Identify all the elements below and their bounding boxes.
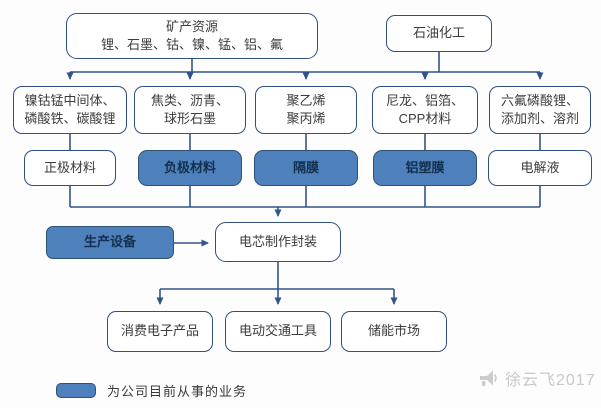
node-raw-cathode-label: 镍钴锰中间体、 磷酸铁、碳酸锂 <box>24 92 116 126</box>
node-raw-separator-label: 聚乙烯 聚丙烯 <box>286 92 326 126</box>
node-minerals-label: 矿产资源 锂、石墨、钴、镍、锰、铝、氟 <box>100 18 283 52</box>
node-equipment-label: 生产设备 <box>83 234 136 250</box>
legend-label: 为公司目前从事的业务 <box>107 384 248 399</box>
node-minerals: 矿产资源 锂、石墨、钴、镍、锰、铝、氟 <box>66 13 318 59</box>
node-cell-assembly-label: 电芯制作封装 <box>238 233 317 249</box>
node-energy-storage-label: 储能市场 <box>367 323 420 339</box>
node-anode-label: 负极材料 <box>163 159 216 175</box>
node-electrolyte-label: 电解液 <box>520 159 560 175</box>
node-petrochemical: 石油化工 <box>386 15 492 52</box>
node-cathode: 正极材料 <box>24 150 116 186</box>
megaphone-icon <box>480 370 497 386</box>
node-raw-pouch: 尼龙、铝箔、 CPP材料 <box>372 86 478 134</box>
node-ev-transport: 电动交通工具 <box>225 311 331 352</box>
node-ev-transport-label: 电动交通工具 <box>238 323 317 339</box>
node-raw-anode: 焦类、沥青、 球形石墨 <box>134 86 246 134</box>
node-raw-pouch-label: 尼龙、铝箔、 CPP材料 <box>385 92 464 126</box>
legend-blue-swatch <box>56 383 96 398</box>
node-electrolyte: 电解液 <box>488 150 592 186</box>
watermark-text: 徐云飞2017 <box>505 372 596 389</box>
node-anode: 负极材料 <box>138 150 242 186</box>
node-consumer-electronics: 消费电子产品 <box>107 311 213 352</box>
node-raw-electrolyte: 六氟磷酸锂、 添加剂、溶剂 <box>489 86 591 134</box>
node-pouch-film: 铝塑膜 <box>373 150 477 186</box>
node-raw-cathode: 镍钴锰中间体、 磷酸铁、碳酸锂 <box>13 86 127 134</box>
legend: 为公司目前从事的业务 <box>56 381 247 400</box>
node-pouch-film-label: 铝塑膜 <box>405 159 445 175</box>
node-separator-label: 隔膜 <box>292 159 319 175</box>
node-separator: 隔膜 <box>254 150 358 186</box>
node-raw-anode-label: 焦类、沥青、 球形石墨 <box>150 92 229 126</box>
node-cathode-label: 正极材料 <box>43 159 96 175</box>
node-petrochemical-label: 石油化工 <box>412 25 465 41</box>
node-raw-separator: 聚乙烯 聚丙烯 <box>255 86 357 134</box>
node-energy-storage: 储能市场 <box>341 311 447 352</box>
node-consumer-electronics-label: 消费电子产品 <box>120 323 199 339</box>
node-raw-electrolyte-label: 六氟磷酸锂、 添加剂、溶剂 <box>500 92 579 126</box>
node-equipment: 生产设备 <box>46 226 174 259</box>
node-cell-assembly: 电芯制作封装 <box>215 222 341 262</box>
watermark: 徐云飞2017 <box>477 366 596 390</box>
